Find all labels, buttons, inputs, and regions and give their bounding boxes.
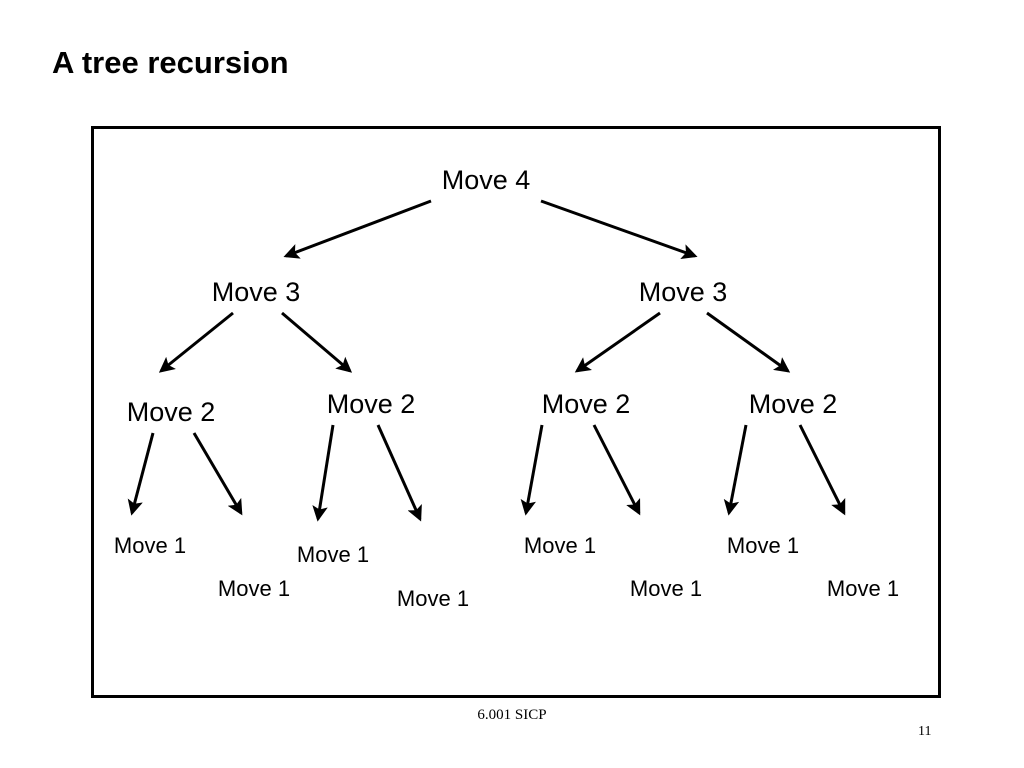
tree-edge-n22-to-n221 [723, 424, 748, 516]
diagram-frame: Move 4 Move 3 Move 3 Move 2 Move 2 Move 2 Move… [91, 126, 941, 698]
tree-node-n221: Move 1 [727, 533, 799, 558]
tree-node-n121: Move 1 [297, 542, 369, 567]
tree-node-n0: Move 4 [442, 165, 531, 195]
tree-node-n1: Move 3 [212, 277, 301, 307]
tree-edge-n12-to-n121 [312, 424, 335, 522]
page-number: 11 [918, 724, 932, 739]
tree-edge-n22-to-n222 [798, 424, 846, 516]
footer-note: 6.001 SICP [477, 707, 547, 723]
tree-node-n12: Move 2 [327, 389, 416, 419]
tree-node-n122: Move 1 [397, 586, 469, 611]
edge-layer [127, 199, 846, 522]
tree-node-n222: Move 1 [827, 576, 899, 601]
tree-node-n211: Move 1 [524, 533, 596, 558]
tree-node-n212: Move 1 [630, 576, 702, 601]
tree-node-n112: Move 1 [218, 576, 290, 601]
tree-edge-n21-to-n212 [592, 424, 641, 516]
tree-node-n2: Move 3 [639, 277, 728, 307]
tree-edge-n0-to-n2 [540, 199, 698, 260]
tree-node-n21: Move 2 [542, 389, 631, 419]
tree-edge-n1-to-n12 [281, 311, 353, 373]
tree-edge-n12-to-n122 [376, 424, 422, 522]
tree-node-n111: Move 1 [114, 533, 186, 558]
tree-node-n11: Move 2 [127, 397, 216, 427]
tree-node-n22: Move 2 [749, 389, 838, 419]
tree-edge-n11-to-n112 [192, 432, 243, 516]
node-layer: Move 4 Move 3 Move 3 Move 2 Move 2 Move 2 Move… [114, 165, 899, 611]
tree-edge-n21-to-n211 [520, 424, 544, 516]
tree-edge-n2-to-n22 [706, 311, 791, 373]
page-title: A tree recursion [52, 45, 289, 80]
tree-edge-n0-to-n1 [283, 199, 432, 259]
tree-edge-n1-to-n11 [158, 311, 234, 373]
tree-recursion-diagram: Move 4 Move 3 Move 3 Move 2 Move 2 Move 2 Move… [114, 165, 899, 611]
tree-edge-n2-to-n21 [574, 311, 661, 373]
tree-edge-n11-to-n111 [127, 432, 155, 516]
